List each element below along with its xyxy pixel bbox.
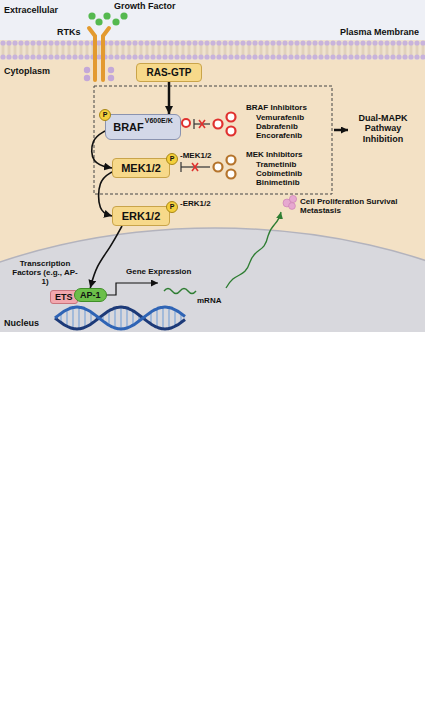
nucleus-envelope — [0, 228, 425, 332]
gene-expression-arrow — [102, 283, 158, 295]
transcription-factor: AP-1 — [74, 288, 107, 302]
region-label: Extracellular — [4, 5, 58, 15]
region-label: Cytoplasm — [4, 66, 50, 76]
mrna-strand — [164, 289, 196, 294]
pathway-arrow — [168, 82, 171, 114]
node-label: ETS — [55, 292, 73, 302]
signal-box: RAS-GTP — [136, 63, 202, 82]
phospho-label: -MEK1/2 — [180, 151, 212, 160]
growth-factor-dots — [88, 12, 127, 25]
plasma-membrane — [0, 40, 425, 60]
mutation-label: V600E/K — [145, 117, 173, 124]
drug-name: Binimetinib — [256, 178, 300, 187]
translation-arrow — [226, 212, 281, 288]
group-label: Transcription Factors (e.g., AP-1) — [12, 260, 78, 286]
kinase-box: BRAFV600E/K — [105, 114, 181, 140]
phospho-mark: P — [166, 201, 178, 213]
kinase-box: ERK1/2 — [112, 206, 170, 226]
dna-helix — [55, 307, 185, 329]
braf-inhibitor-icons — [214, 113, 236, 136]
phospho-mark: P — [166, 153, 178, 165]
node-label: ERK1/2 — [122, 210, 161, 222]
region-label: Nucleus — [4, 318, 39, 328]
phospho-mark: P — [99, 109, 111, 121]
mek-inhibitor-icons — [214, 156, 236, 179]
drug-class-heading: BRAF Inhibitors — [246, 103, 307, 112]
molecule-label: mRNA — [197, 296, 221, 305]
drug-name: Vemurafenib — [256, 113, 304, 122]
kinase-box: MEK1/2 — [112, 158, 170, 178]
drug-name: Dabrafenib — [256, 122, 298, 131]
pathway-arrow — [99, 172, 112, 216]
extracellular-space — [0, 0, 425, 40]
rtk-receptor — [84, 28, 114, 81]
dual-inhibition-bracket — [94, 86, 332, 194]
node-label: BRAF — [113, 121, 144, 133]
node-label: MEK1/2 — [121, 162, 161, 174]
outcome-label: Dual-MAPK Pathway Inhibition — [350, 113, 416, 144]
node-label: AP-1 — [80, 290, 101, 300]
membrane-label: Plasma Membrane — [340, 27, 419, 37]
pathway-arrow — [90, 226, 122, 288]
drug-name: Encorafenib — [256, 131, 302, 140]
outcome-label: Cell Proliferation Survival Metastasis — [300, 197, 412, 215]
molecule-label: Growth Factor — [114, 1, 176, 11]
phospho-label: -ERK1/2 — [180, 199, 211, 208]
result-arrow — [334, 129, 348, 132]
receptor-label: RTKs — [57, 27, 81, 37]
drug-name: Trametinib — [256, 160, 296, 169]
drug-class-heading: MEK Inhibitors — [246, 150, 302, 159]
braf-inhibition-mark — [182, 119, 210, 129]
node-label: RAS-GTP — [147, 67, 192, 78]
process-label: Gene Expression — [126, 267, 191, 276]
mek-inhibition-mark — [181, 162, 210, 172]
cell-icon — [283, 195, 297, 209]
drug-name: Cobimetinib — [256, 169, 302, 178]
